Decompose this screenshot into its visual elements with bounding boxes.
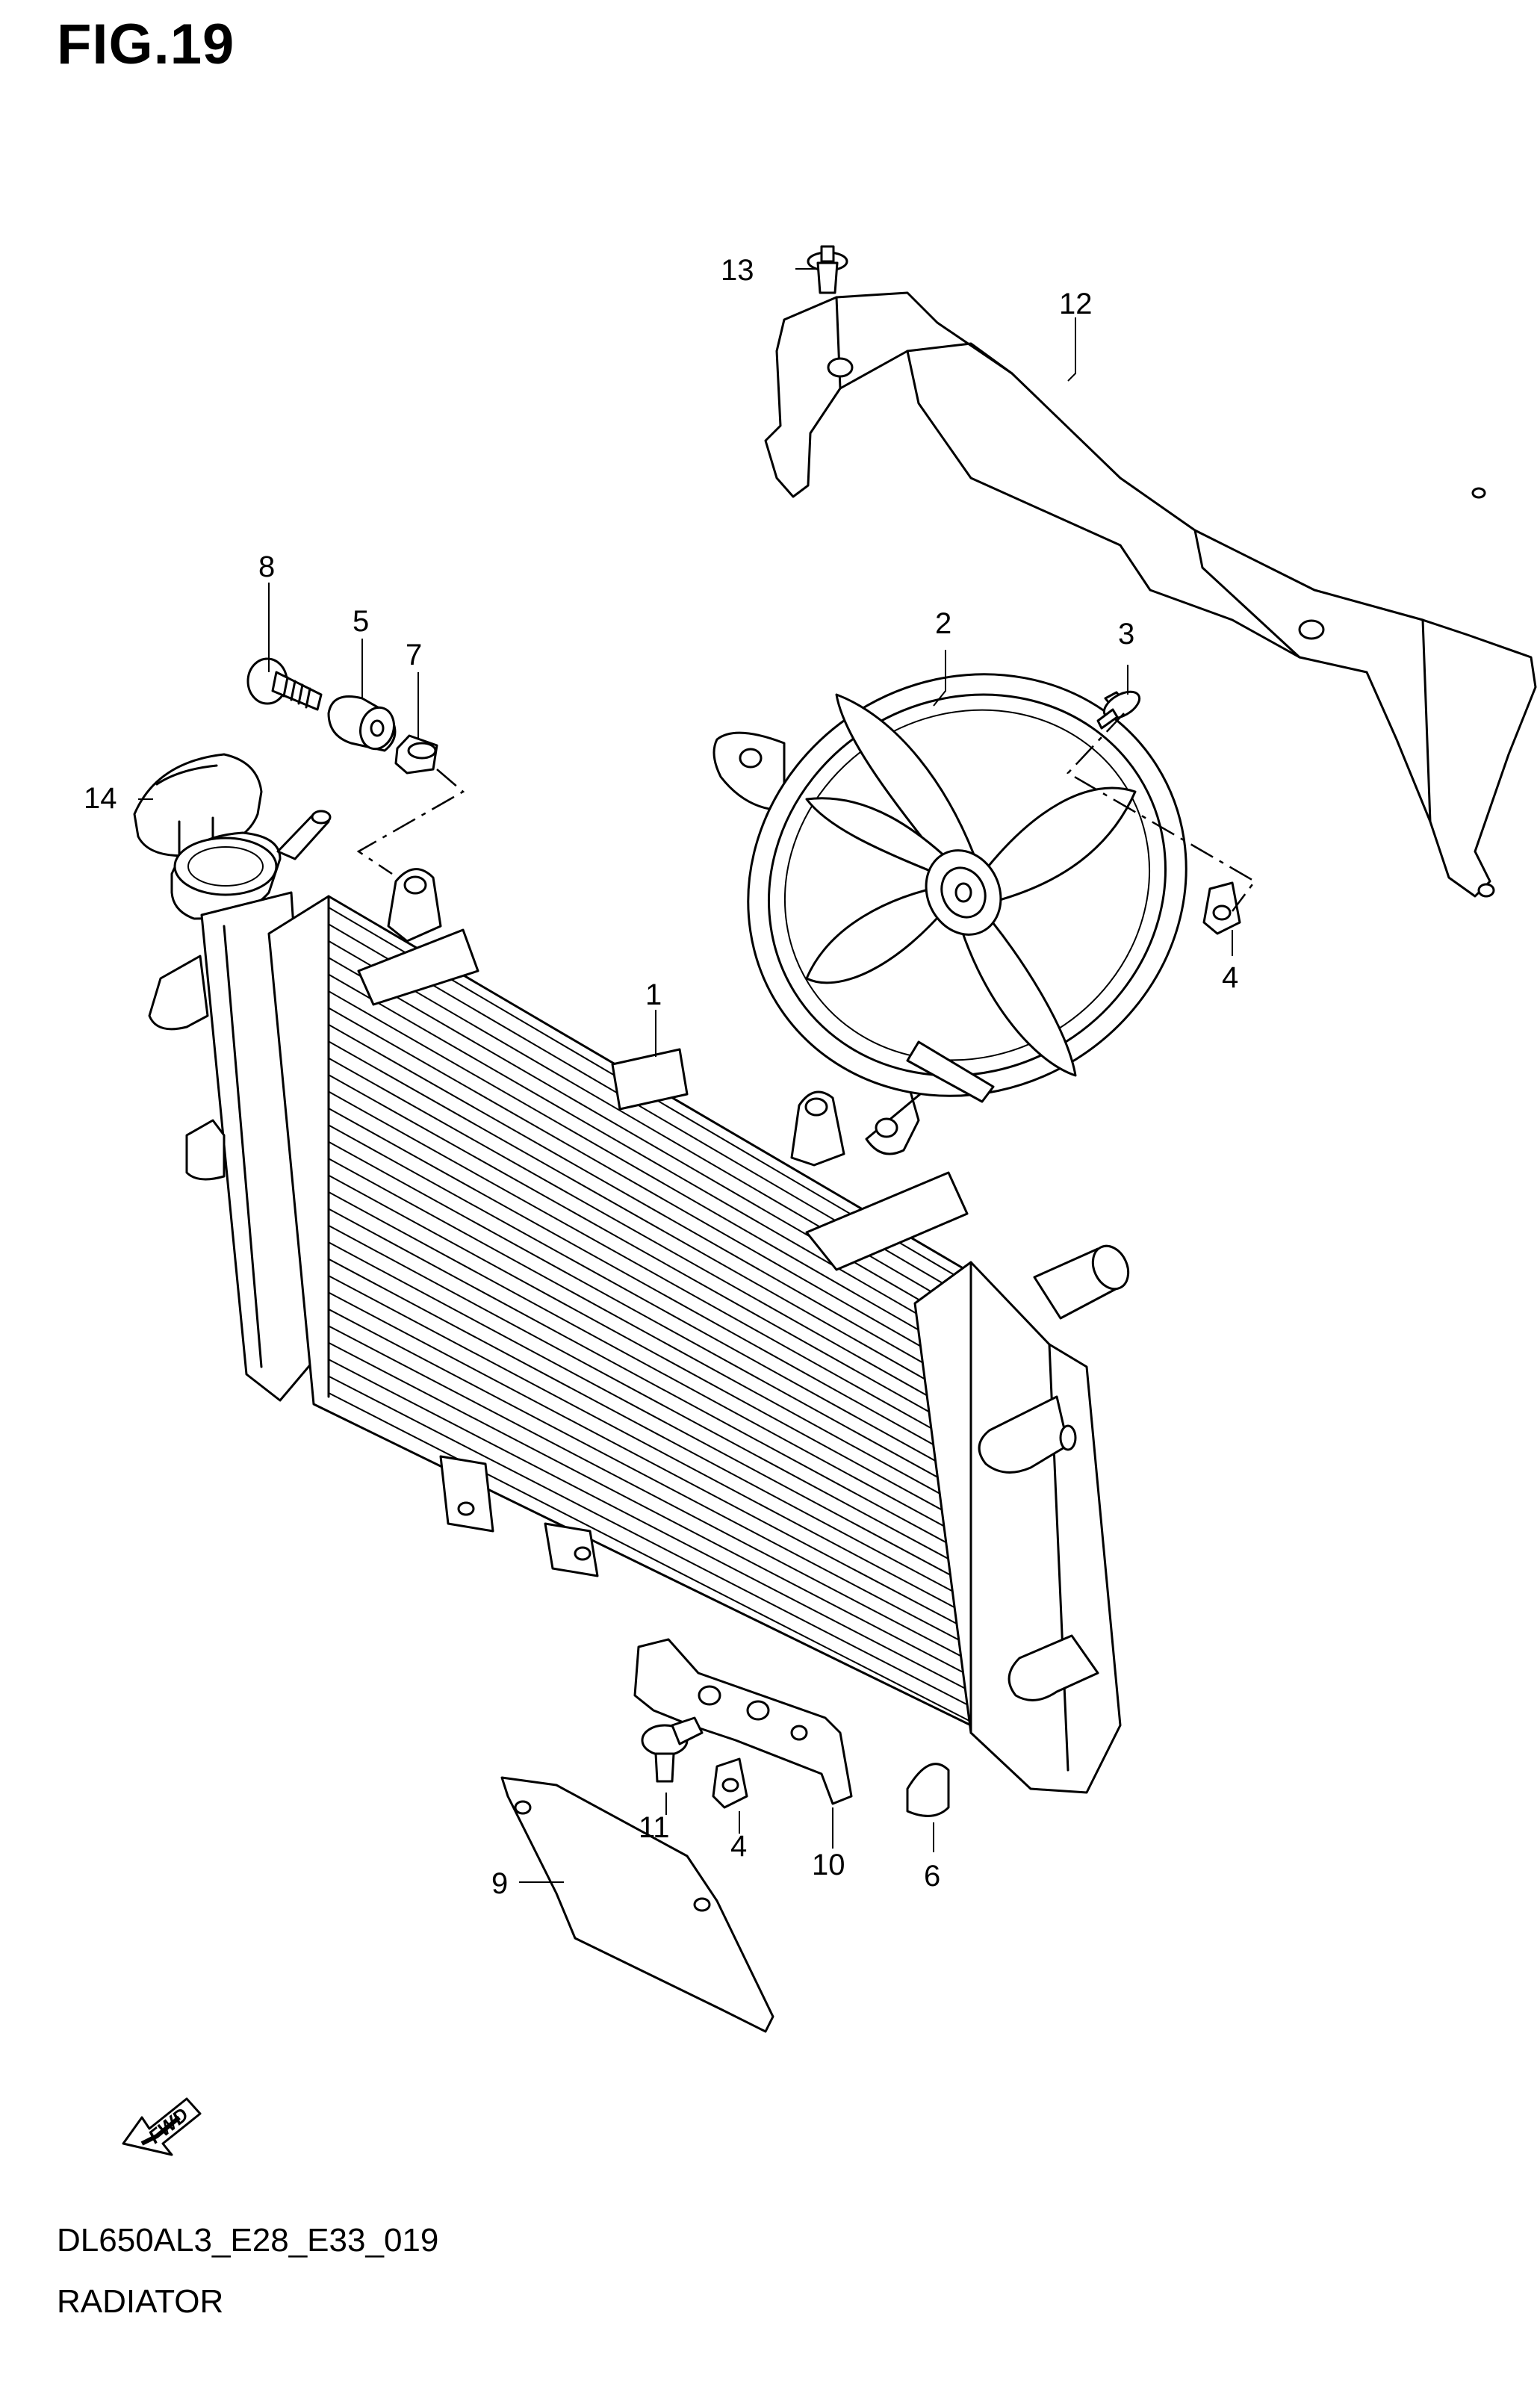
section-name: RADIATOR <box>57 2283 224 2320</box>
callout-13: 13 <box>721 254 754 287</box>
core-fin-line <box>328 1241 972 1587</box>
figure-title: FIG.19 <box>57 13 235 76</box>
callout-7: 7 <box>406 639 422 671</box>
assembly-guide-lines <box>356 713 1256 912</box>
clip-nut-part-4-upper <box>1202 881 1241 935</box>
core-fin-line <box>328 973 972 1346</box>
cap-part-6 <box>906 1763 950 1817</box>
callout-10: 10 <box>812 1849 845 1881</box>
callout-6: 6 <box>924 1860 940 1893</box>
callout-4-lower: 4 <box>730 1830 747 1863</box>
fwd-arrow-icon: FWD <box>122 2097 202 2156</box>
callout-labels: 13 12 8 5 7 2 3 14 1 4 11 4 10 6 9 <box>84 254 1238 1900</box>
core-fin-line <box>328 1124 972 1482</box>
radiator-part-1 <box>148 810 1130 1794</box>
callout-14: 14 <box>84 782 117 815</box>
core-fin-line <box>328 1158 972 1512</box>
callout-8: 8 <box>258 550 275 583</box>
radiator-cover-part-12 <box>764 291 1537 898</box>
core-fin-line <box>328 1090 972 1451</box>
fan-bolt-part-3 <box>1096 690 1141 730</box>
core-fin-line <box>328 1392 972 1722</box>
bolt-part-11 <box>641 1716 704 1783</box>
core-fin-line <box>328 1359 972 1692</box>
core-fin-line <box>328 990 972 1361</box>
core-fin-line <box>328 1191 972 1542</box>
core-fin-line <box>328 1325 972 1663</box>
core-fin-line <box>328 957 972 1331</box>
lower-plate-part-9 <box>500 1776 774 2033</box>
callout-11: 11 <box>639 1811 670 1844</box>
core-fin-line <box>328 1224 972 1572</box>
core-fin-line <box>328 1057 972 1421</box>
push-rivet-part-13 <box>807 245 848 294</box>
cooling-fan-part-2 <box>712 673 1187 1155</box>
collar-part-7 <box>394 734 438 775</box>
leader-lines <box>138 268 1233 1883</box>
callout-12: 12 <box>1059 288 1093 320</box>
core-fin-line <box>328 1140 972 1497</box>
clip-nut-part-4-lower <box>712 1757 748 1809</box>
bolt-part-8 <box>246 657 323 711</box>
radiator-core-fins <box>328 907 972 1722</box>
callout-9: 9 <box>491 1867 508 1900</box>
radiator-cap-part-14 <box>133 753 263 857</box>
core-fin-line <box>328 1309 972 1648</box>
core-fin-line <box>328 1040 972 1406</box>
callout-2: 2 <box>935 607 951 640</box>
core-fin-line <box>328 1007 972 1376</box>
callout-5: 5 <box>353 605 369 638</box>
callout-1: 1 <box>645 978 662 1011</box>
grommet-part-5 <box>327 695 397 752</box>
core-fin-line <box>328 1024 972 1391</box>
core-fin-line <box>328 1375 972 1707</box>
core-fin-line <box>328 1074 972 1436</box>
core-fin-line <box>328 1275 972 1617</box>
core-fin-line <box>328 1208 972 1557</box>
callout-4-upper: 4 <box>1222 961 1238 994</box>
core-fin-line <box>328 1291 972 1632</box>
lower-bracket-part-10 <box>633 1638 853 1805</box>
model-code: DL650AL3_E28_E33_019 <box>57 2222 439 2259</box>
core-fin-line <box>328 1341 972 1678</box>
callout-3: 3 <box>1118 618 1134 651</box>
core-fin-line <box>328 1258 972 1602</box>
core-fin-line <box>328 1108 972 1466</box>
core-fin-line <box>328 1174 972 1527</box>
